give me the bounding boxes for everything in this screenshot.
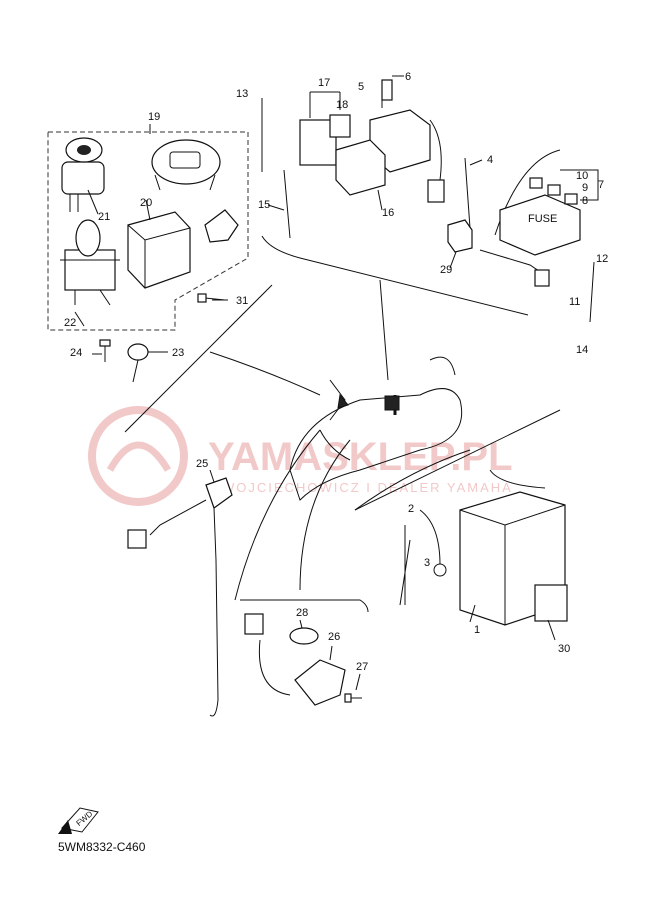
callout-12: 12 bbox=[596, 253, 608, 265]
group-19-outline bbox=[47, 131, 249, 331]
callout-16: 16 bbox=[382, 207, 394, 219]
callout-11: 11 bbox=[569, 296, 580, 308]
callout-29: 29 bbox=[440, 264, 452, 276]
key bbox=[127, 343, 149, 383]
callout-leaders bbox=[74, 75, 599, 691]
callout-26: 26 bbox=[328, 631, 340, 643]
fuel-cap bbox=[151, 139, 221, 191]
callout-28: 28 bbox=[296, 607, 308, 619]
callout-5: 5 bbox=[358, 81, 364, 93]
callout-4: 4 bbox=[487, 154, 493, 166]
watermark: YAMASKLEP.PL WOJCIECHOWICZ I DEALER YAMA… bbox=[88, 406, 513, 506]
callout-2: 2 bbox=[408, 503, 414, 515]
diagram-code: 5WM8332-C460 bbox=[58, 840, 146, 854]
callout-14: 14 bbox=[576, 344, 588, 356]
cable-ties bbox=[261, 98, 595, 606]
bolts bbox=[99, 293, 362, 703]
callout-22: 22 bbox=[64, 317, 76, 329]
callout-13: 13 bbox=[236, 88, 248, 100]
callout-21: 21 bbox=[98, 211, 110, 223]
connector-29 bbox=[447, 219, 473, 253]
relay-16 bbox=[335, 139, 386, 196]
callout-6: 6 bbox=[405, 71, 411, 83]
callout-23: 23 bbox=[172, 347, 184, 359]
callout-9: 9 bbox=[582, 182, 588, 194]
fuse-box: FUSE bbox=[479, 177, 581, 287]
callout-25: 25 bbox=[196, 458, 208, 470]
callout-3: 3 bbox=[424, 557, 430, 569]
battery bbox=[404, 469, 568, 626]
svg-text:FUSE: FUSE bbox=[528, 213, 557, 225]
sensor-26 bbox=[244, 613, 346, 706]
watermark-subtitle: WOJCIECHOWICZ I DEALER YAMAHA bbox=[222, 480, 513, 495]
callout-31: 31 bbox=[236, 295, 248, 307]
callout-17: 17 bbox=[318, 77, 330, 89]
fwd-arrow-icon: FWD bbox=[58, 807, 99, 834]
lock-assembly bbox=[60, 219, 120, 306]
callout-10: 10 bbox=[576, 170, 588, 182]
callout-27: 27 bbox=[356, 661, 368, 673]
callout-8: 8 bbox=[582, 195, 588, 207]
main-switch bbox=[61, 137, 105, 212]
watermark-brand: YAMASKLEP.PL bbox=[208, 435, 513, 479]
callout-19: 19 bbox=[148, 111, 160, 123]
ecu-unit bbox=[127, 211, 191, 289]
callout-18: 18 bbox=[336, 99, 348, 111]
sensor-25 bbox=[127, 477, 233, 717]
frame-sketch bbox=[289, 356, 463, 501]
relay-17 bbox=[299, 114, 351, 166]
callout-30: 30 bbox=[558, 643, 570, 655]
callout-24: 24 bbox=[70, 347, 82, 359]
callout-1: 1 bbox=[474, 624, 480, 636]
callout-15: 15 bbox=[258, 199, 270, 211]
bracket-part bbox=[204, 209, 239, 243]
callout-7: 7 bbox=[598, 179, 604, 191]
